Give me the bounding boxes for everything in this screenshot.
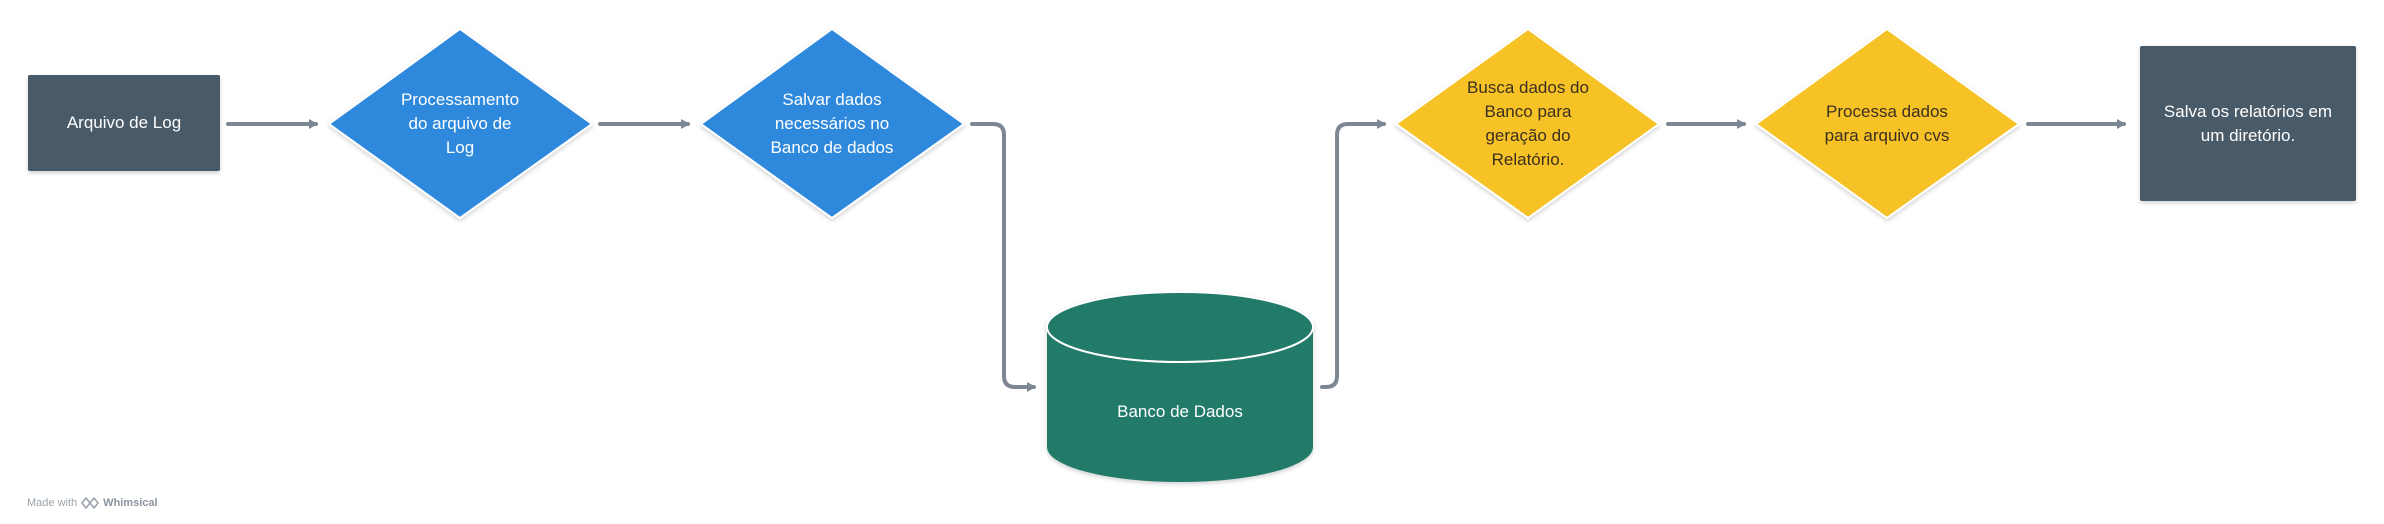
save-reports-node[interactable]	[2140, 46, 2356, 201]
whimsical-logo-icon	[81, 497, 99, 509]
fetch-data-decision[interactable]	[1395, 28, 1660, 219]
arrow-save-to-database	[970, 122, 1036, 392]
made-with-whimsical[interactable]: Made with Whimsical	[27, 495, 158, 511]
save-data-decision[interactable]	[700, 28, 965, 219]
arrow-database-to-fetch	[1320, 119, 1386, 389]
log-file-node[interactable]	[28, 75, 220, 171]
whimsical-brand: Whimsical	[103, 497, 158, 509]
database-cylinder[interactable]	[1046, 291, 1314, 482]
process-log-decision[interactable]	[328, 28, 593, 219]
made-with-label: Made with	[27, 497, 78, 509]
process-csv-decision[interactable]	[1755, 28, 2020, 219]
